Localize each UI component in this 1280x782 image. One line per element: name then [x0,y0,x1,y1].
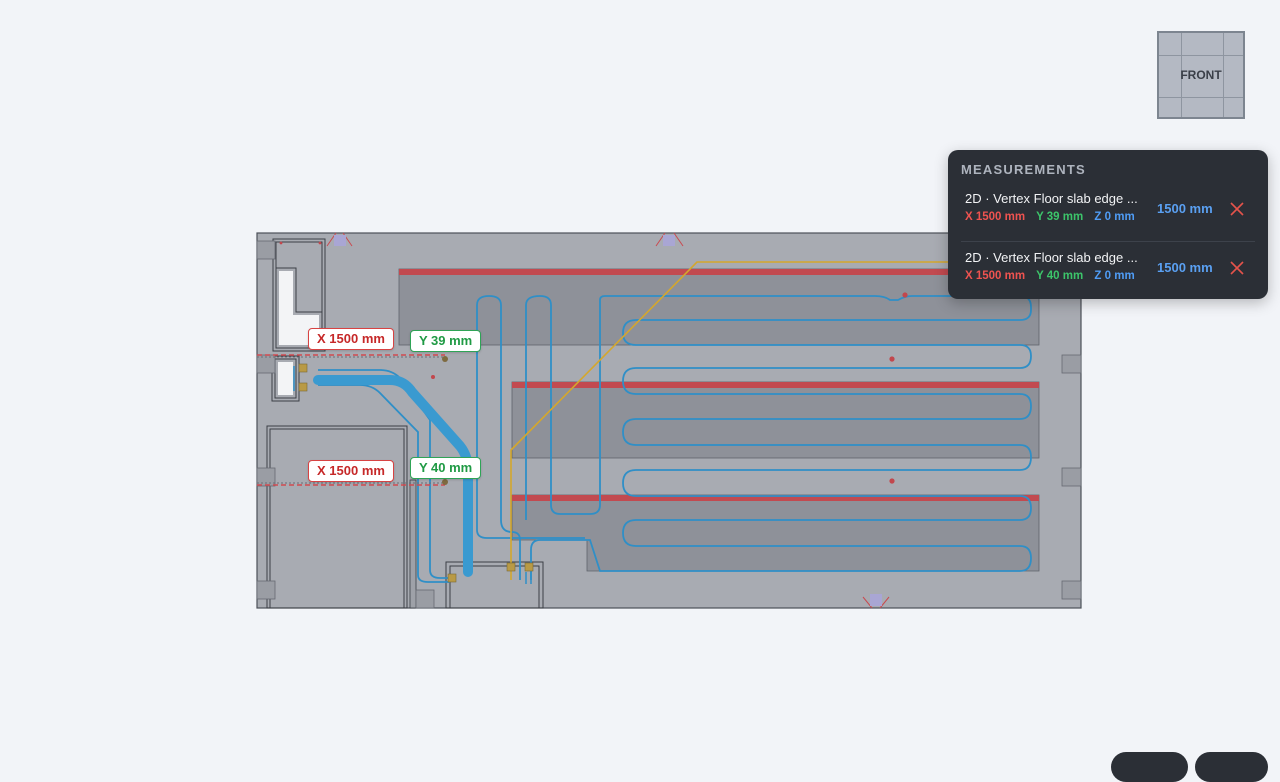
wall-outlines [266,238,544,609]
panel-red-edges [399,269,1039,501]
columns [256,240,1082,609]
pipe-fittings [298,363,534,583]
view-cube[interactable]: FRONT [1157,31,1245,119]
measurement-name: 2D · Vertex Floor slab edge ... [965,250,1138,265]
reference-points [279,241,908,484]
view-cube-grid [1223,33,1224,117]
measurement-value: 1500 mm [1157,201,1213,216]
heating-loops [318,295,1032,583]
dimension-x-label-2: X 1500 mm [308,460,394,482]
view-cube-grid [1181,33,1182,117]
measurement-name: 2D · Vertex Floor slab edge ... [965,191,1138,206]
plan-viewport[interactable] [0,0,1280,760]
door-markers [326,232,890,609]
measurement-y: Y 39 mm [1036,211,1084,223]
measurement-x: X 1500 mm [965,211,1026,223]
room-fills [278,271,319,395]
measurement-coords: X 1500 mm Y 40 mm Z 0 mm [965,270,1135,282]
measurement-value: 1500 mm [1157,260,1213,275]
measurement-x: X 1500 mm [965,270,1026,282]
room-block [409,479,417,609]
view-cube-face-label: FRONT [1180,68,1222,82]
view-cube-grid [1159,55,1243,56]
gas-line [510,261,970,580]
measurement-item[interactable]: 2D · Vertex Floor slab edge ... X 1500 m… [961,241,1255,292]
measurement-y: Y 40 mm [1036,270,1084,282]
measurements-title: MEASUREMENTS [961,162,1086,177]
measurement-coords: X 1500 mm Y 39 mm Z 0 mm [965,211,1135,223]
dimension-y-label-1: Y 39 mm [410,330,482,352]
toolbar-button[interactable] [1111,752,1188,782]
close-icon[interactable] [1227,199,1247,219]
connector-lines [293,366,532,584]
toolbar-button[interactable] [1195,752,1268,782]
view-cube-grid [1159,97,1243,98]
dimension-lines [257,354,448,486]
measurements-panel: MEASUREMENTS 2D · Vertex Floor slab edge… [948,150,1268,299]
measurement-item[interactable]: 2D · Vertex Floor slab edge ... X 1500 m… [961,191,1255,241]
measurement-z: Z 0 mm [1094,211,1135,223]
dimension-y-label-2: Y 40 mm [410,457,482,479]
dimension-x-label-1: X 1500 mm [308,328,394,350]
measurement-z: Z 0 mm [1094,270,1135,282]
close-icon[interactable] [1227,258,1247,278]
